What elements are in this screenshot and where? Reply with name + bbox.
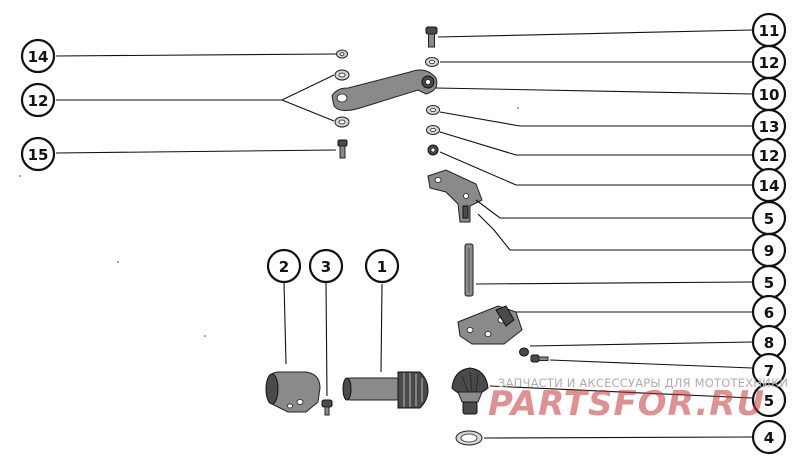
- svg-text:3: 3: [321, 258, 331, 276]
- part-lever-arm-10: [331, 69, 438, 112]
- svg-text:13: 13: [759, 118, 780, 136]
- callout-5-lower: 5: [751, 382, 787, 418]
- svg-text:12: 12: [759, 54, 780, 72]
- callout-14-right: 14: [751, 167, 787, 203]
- callout-4: 4: [751, 419, 787, 455]
- part-housing-2: [265, 371, 321, 413]
- svg-text:11: 11: [759, 22, 780, 40]
- watermark-caption: ЗАПЧАСТИ И АКСЕССУАРЫ ДЛЯ МОТОТЕХНИКИ: [498, 376, 789, 390]
- svg-text:8: 8: [764, 334, 774, 352]
- svg-text:7: 7: [764, 362, 774, 380]
- part-shaft-1: [342, 371, 429, 409]
- callout-2: 2: [266, 248, 302, 284]
- svg-text:14: 14: [759, 177, 780, 195]
- callout-12-right-upper: 12: [751, 44, 787, 80]
- part-bracket-5-upper: [427, 169, 483, 223]
- callout-15: 15: [20, 136, 56, 172]
- svg-text:4: 4: [764, 429, 774, 447]
- callout-12-left: 12: [20, 82, 56, 118]
- part-screw-3: [321, 399, 333, 416]
- callout-1: 1: [364, 248, 400, 284]
- callout-13: 13: [751, 108, 787, 144]
- svg-text:1: 1: [377, 258, 387, 276]
- svg-text:15: 15: [28, 146, 49, 164]
- svg-text:6: 6: [764, 304, 774, 322]
- svg-text:5: 5: [764, 274, 774, 292]
- part-bracket-6: [457, 305, 523, 345]
- callout-11: 11: [751, 12, 787, 48]
- leader-lines: [55, 29, 753, 439]
- callout-5-upper: 5: [751, 200, 787, 236]
- part-nut-8: [519, 347, 529, 357]
- svg-text:2: 2: [279, 258, 289, 276]
- callout-5-middle: 5: [751, 264, 787, 300]
- part-washer-4: [455, 430, 483, 446]
- svg-text:10: 10: [759, 86, 780, 104]
- callout-3: 3: [308, 248, 344, 284]
- part-screw-7: [530, 354, 549, 363]
- callout-9: 9: [751, 232, 787, 268]
- parts-layer: [19, 26, 549, 446]
- svg-text:9: 9: [764, 242, 774, 260]
- svg-text:5: 5: [764, 392, 774, 410]
- svg-text:5: 5: [764, 210, 774, 228]
- svg-text:12: 12: [28, 92, 49, 110]
- svg-text:14: 14: [28, 48, 49, 66]
- part-bolt-15: [337, 139, 348, 159]
- part-knob-5-lower: [451, 367, 489, 415]
- callout-12-right-lower: 12: [751, 137, 787, 173]
- part-bolt-11: [425, 26, 438, 48]
- callout-10: 10: [751, 76, 787, 112]
- part-rod-9: [464, 243, 474, 297]
- callout-14-left: 14: [20, 38, 56, 74]
- watermark-logo: PARTSFOR.RU: [488, 384, 766, 424]
- svg-text:12: 12: [759, 147, 780, 165]
- callout-6: 6: [751, 294, 787, 330]
